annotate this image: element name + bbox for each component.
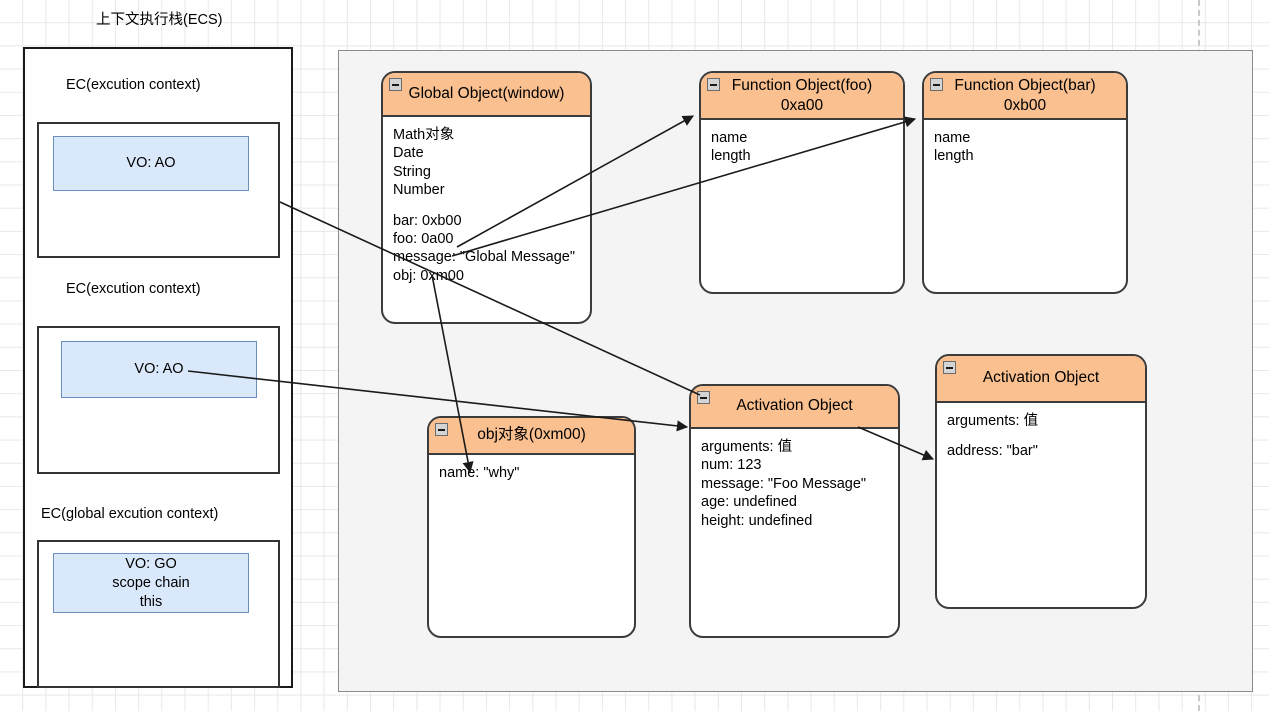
- activation-object-foo-row-4: height: undefined: [701, 512, 813, 529]
- global-object-row-5: bar: 0xb00: [393, 212, 462, 229]
- obj-object-row-0: name: "why": [439, 465, 520, 481]
- activation-object-foo-row-3: age: undefined: [701, 494, 797, 511]
- obj-object-title: obj对象(0xm00): [477, 426, 586, 443]
- obj-object-box[interactable]: obj对象(0xm00) name: "why": [427, 416, 636, 638]
- collapse-minus-icon[interactable]: [930, 78, 943, 91]
- ec-frame-label-1: EC(excution context): [66, 77, 201, 93]
- function-object-bar-header[interactable]: Function Object(bar) 0xb00: [924, 73, 1126, 120]
- activation-object-bar-row-spacer: [947, 430, 1145, 442]
- ec-frame-2[interactable]: VO: AO: [37, 326, 280, 474]
- function-object-bar-row-1: length: [934, 148, 974, 165]
- global-object-box[interactable]: Global Object(window) Math对象 Date String…: [381, 71, 592, 324]
- collapse-minus-icon[interactable]: [707, 78, 720, 91]
- global-object-row-1: Date: [393, 145, 424, 162]
- activation-object-foo-body: arguments: 值 num: 123 message: "Foo Mess…: [691, 429, 898, 530]
- function-object-foo-address: 0xa00: [780, 97, 824, 114]
- collapse-minus-icon[interactable]: [697, 391, 710, 404]
- vo-box-3-line-3: this: [139, 593, 163, 610]
- function-object-foo-title: Function Object(foo): [731, 77, 873, 94]
- vo-box-3[interactable]: VO: GO scope chain this: [53, 553, 249, 613]
- function-object-bar-title: Function Object(bar): [954, 77, 1096, 94]
- activation-object-bar-row-0: arguments: 值: [947, 413, 1039, 429]
- activation-object-foo-row-1: num: 123: [701, 457, 762, 474]
- function-object-bar-box[interactable]: Function Object(bar) 0xb00 name length: [922, 71, 1128, 294]
- activation-object-foo-box[interactable]: Activation Object arguments: 值 num: 123 …: [689, 384, 900, 638]
- function-object-bar-row-0: name: [934, 130, 971, 146]
- function-object-foo-row-1: length: [711, 148, 751, 165]
- ec-frame-1[interactable]: VO: AO: [37, 122, 280, 258]
- activation-object-foo-row-0: arguments: 值: [701, 439, 793, 455]
- global-object-row-7: message: "Global Message": [393, 249, 575, 266]
- collapse-minus-icon[interactable]: [943, 361, 956, 374]
- ecs-title: 上下文执行栈(ECS): [96, 12, 223, 28]
- vo-box-1-line-1: VO: AO: [126, 155, 176, 171]
- activation-object-foo-header[interactable]: Activation Object: [691, 386, 898, 429]
- vo-box-3-line-1: VO: GO: [125, 555, 177, 572]
- activation-object-bar-row-2: address: "bar": [947, 443, 1038, 460]
- global-object-row-2: String: [393, 163, 431, 180]
- vo-box-2-line-1: VO: AO: [134, 361, 184, 377]
- obj-object-body: name: "why": [429, 455, 634, 482]
- activation-object-bar-header[interactable]: Activation Object: [937, 356, 1145, 403]
- global-object-row-0: Math对象: [393, 127, 455, 143]
- global-object-row-6: foo: 0a00: [393, 231, 454, 248]
- function-object-foo-header[interactable]: Function Object(foo) 0xa00: [701, 73, 903, 120]
- function-object-foo-row-0: name: [711, 130, 748, 146]
- ec-frame-label-2: EC(excution context): [66, 281, 201, 297]
- collapse-minus-icon[interactable]: [389, 78, 402, 91]
- global-object-row-8: obj: 0xm00: [393, 267, 464, 284]
- vo-box-2[interactable]: VO: AO: [61, 341, 257, 398]
- activation-object-foo-title: Activation Object: [736, 397, 853, 414]
- activation-object-bar-box[interactable]: Activation Object arguments: 值 address: …: [935, 354, 1147, 609]
- function-object-bar-address: 0xb00: [1003, 97, 1047, 114]
- function-object-bar-body: name length: [924, 120, 1126, 166]
- vo-box-3-line-2: scope chain: [112, 574, 190, 591]
- activation-object-bar-title: Activation Object: [982, 369, 1100, 386]
- global-object-header[interactable]: Global Object(window): [383, 73, 590, 117]
- ec-frame-label-3: EC(global excution context): [41, 506, 219, 522]
- activation-object-foo-row-2: message: "Foo Message": [701, 475, 867, 492]
- obj-object-header[interactable]: obj对象(0xm00): [429, 418, 634, 455]
- vo-box-1[interactable]: VO: AO: [53, 136, 249, 191]
- global-object-row-3: Number: [393, 182, 445, 199]
- activation-object-bar-body: arguments: 值 address: "bar": [937, 403, 1145, 461]
- ec-frame-3[interactable]: VO: GO scope chain this: [37, 540, 280, 688]
- global-object-body: Math对象 Date String Number bar: 0xb00 foo…: [383, 117, 590, 285]
- global-object-row-spacer: [393, 200, 590, 212]
- function-object-foo-box[interactable]: Function Object(foo) 0xa00 name length: [699, 71, 905, 294]
- function-object-foo-body: name length: [701, 120, 903, 166]
- global-object-title: Global Object(window): [408, 84, 565, 102]
- collapse-minus-icon[interactable]: [435, 423, 448, 436]
